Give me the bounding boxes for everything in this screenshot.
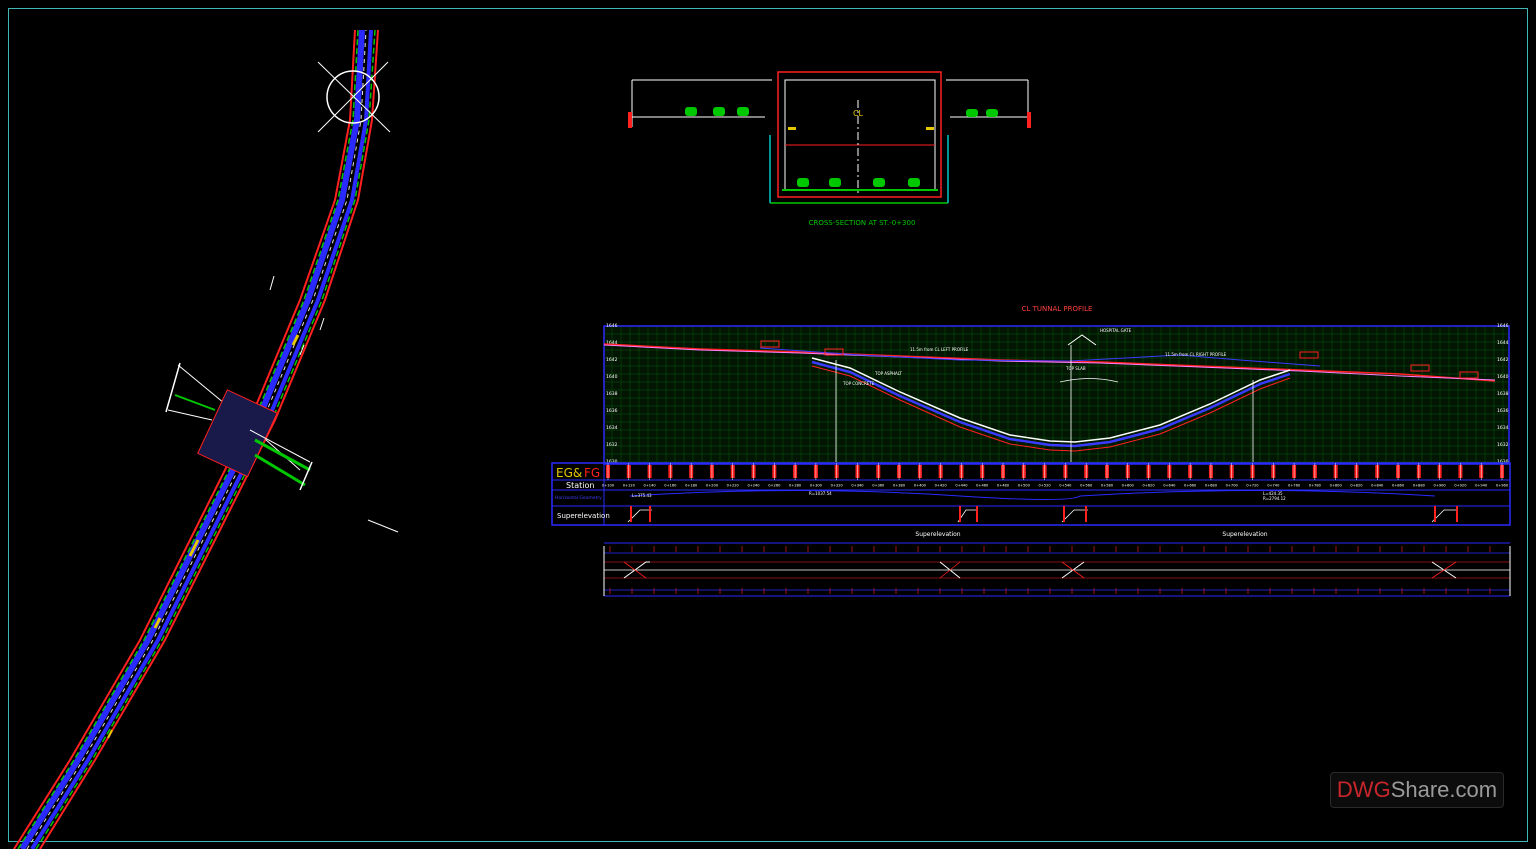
station-label-value: 0+860 bbox=[1392, 484, 1405, 488]
elevation-label-left: 1630 bbox=[606, 459, 618, 465]
station-label-value: 0+620 bbox=[1142, 484, 1155, 488]
profile-title: CL TUNNAL PROFILE bbox=[1022, 305, 1093, 313]
station-labels: 0+100 0+120 0+140 0+160 0+180 0+200 0+220 0+240… bbox=[602, 484, 1509, 488]
station-label-value: 0+920 bbox=[1454, 484, 1467, 488]
superelevation-heading-2: Superelevation bbox=[1222, 531, 1267, 538]
station-label-value: 0+520 bbox=[1039, 484, 1052, 488]
elevation-label-left: 1640 bbox=[606, 374, 618, 380]
station-label-value: 0+940 bbox=[1475, 484, 1488, 488]
station-label-value: 0+200 bbox=[706, 484, 719, 488]
station-label-value: 0+100 bbox=[602, 484, 615, 488]
elevation-labels-right: 1646 1644 1642 1640 1638 1636 1634 1632 1630 bbox=[1497, 323, 1509, 465]
station-label-value: 0+760 bbox=[1288, 484, 1301, 488]
elevation-label-left: 1632 bbox=[606, 442, 618, 448]
left-profile-note: 11.5m from CL LEFT PROFILE bbox=[910, 347, 969, 352]
top-slab-note: TOP SLAB bbox=[1065, 366, 1086, 371]
curve-1-length: L=375.43 bbox=[632, 493, 652, 498]
station-markers bbox=[606, 463, 1504, 480]
station-label-value: 0+720 bbox=[1246, 484, 1259, 488]
superelevation-heading-1: Superelevation bbox=[915, 531, 960, 538]
station-label-value: 0+400 bbox=[914, 484, 927, 488]
superelevation-band-label: Superelevation bbox=[557, 512, 610, 520]
station-label-value: 0+360 bbox=[872, 484, 885, 488]
road-plan-view bbox=[13, 29, 399, 849]
station-label-value: 0+600 bbox=[1122, 484, 1135, 488]
hospital-gate-note: HOSPITAL GATE bbox=[1100, 328, 1132, 333]
centerline-mark: CL bbox=[853, 109, 864, 118]
station-label-value: 0+140 bbox=[643, 484, 656, 488]
profile-grid bbox=[605, 327, 1508, 463]
elevation-label-right: 1640 bbox=[1497, 374, 1509, 380]
elevation-label-left: 1642 bbox=[606, 357, 618, 363]
elevation-label-left: 1646 bbox=[606, 323, 618, 329]
superelevation-ticks bbox=[609, 546, 1491, 594]
station-label-value: 0+380 bbox=[893, 484, 906, 488]
station-label-value: 0+240 bbox=[747, 484, 760, 488]
egfg-label-eg: EG& bbox=[556, 466, 582, 480]
elevation-label-right: 1630 bbox=[1497, 459, 1509, 465]
station-label: Station bbox=[566, 481, 594, 490]
curve-2-radius: R=2794.12 bbox=[1263, 496, 1286, 501]
station-label-value: 0+500 bbox=[1018, 484, 1031, 488]
station-label-value: 0+680 bbox=[1205, 484, 1218, 488]
station-label-value: 0+800 bbox=[1330, 484, 1343, 488]
station-label-value: 0+960 bbox=[1496, 484, 1509, 488]
elevation-label-right: 1642 bbox=[1497, 357, 1509, 363]
station-label-value: 0+280 bbox=[789, 484, 802, 488]
station-label-value: 0+700 bbox=[1226, 484, 1239, 488]
egfg-label-fg: FG bbox=[584, 466, 600, 480]
elevation-label-left: 1636 bbox=[606, 408, 618, 414]
station-label-value: 0+740 bbox=[1267, 484, 1280, 488]
tunnel-cross-section: CL CROSS-SECTION AT ST.-0+300 bbox=[628, 71, 1031, 227]
horizontal-geometry-label: Horizontal Geometry bbox=[555, 495, 602, 501]
elevation-label-right: 1632 bbox=[1497, 442, 1509, 448]
drawing-frame bbox=[8, 8, 1528, 842]
station-label-value: 0+220 bbox=[727, 484, 740, 488]
station-label-value: 0+460 bbox=[976, 484, 989, 488]
station-label-value: 0+540 bbox=[1059, 484, 1072, 488]
station-label-value: 0+840 bbox=[1371, 484, 1384, 488]
station-label-value: 0+440 bbox=[955, 484, 968, 488]
station-label-value: 0+340 bbox=[851, 484, 864, 488]
elevation-label-right: 1636 bbox=[1497, 408, 1509, 414]
station-label-value: 0+420 bbox=[935, 484, 948, 488]
station-label-value: 0+480 bbox=[997, 484, 1010, 488]
station-label-value: 0+820 bbox=[1350, 484, 1363, 488]
station-label-value: 0+320 bbox=[831, 484, 844, 488]
station-label-value: 0+640 bbox=[1163, 484, 1176, 488]
cross-section-title: CROSS-SECTION AT ST.-0+300 bbox=[809, 219, 916, 227]
station-label-value: 0+780 bbox=[1309, 484, 1322, 488]
station-label-value: 0+160 bbox=[664, 484, 677, 488]
station-label-value: 0+120 bbox=[623, 484, 636, 488]
superelevation-diagram: Superelevation Superelevation bbox=[603, 531, 1511, 597]
watermark-brand-red: DWG bbox=[1336, 777, 1391, 802]
tunnel-profile: CL TUNNAL PROFILE 1646164416421640163816… bbox=[551, 305, 1511, 526]
elevation-labels-left: 1646 1644 1642 1640 1638 1636 1634 1632 1630 bbox=[606, 323, 618, 465]
station-label-value: 0+900 bbox=[1434, 484, 1447, 488]
station-label-value: 0+300 bbox=[810, 484, 823, 488]
station-label-value: 0+260 bbox=[768, 484, 781, 488]
top-concrete-note: TOP CONCRETE bbox=[842, 381, 875, 386]
station-label-value: 0+880 bbox=[1413, 484, 1426, 488]
top-asphalt-note: TOP ASPHALT bbox=[874, 371, 902, 376]
elevation-label-right: 1638 bbox=[1497, 391, 1509, 397]
curve-1-radius: R=1037.54 bbox=[809, 491, 832, 496]
dwgshare-watermark: DWGShare.com bbox=[1330, 772, 1504, 808]
curve-2-length: L=424.35 bbox=[1263, 491, 1283, 496]
station-label-value: 0+660 bbox=[1184, 484, 1197, 488]
elevation-label-right: 1646 bbox=[1497, 323, 1509, 329]
right-profile-note: 11.5m from CL RIGHT PROFILE bbox=[1165, 352, 1227, 357]
elevation-label-left: 1634 bbox=[606, 425, 618, 431]
station-label-value: 0+560 bbox=[1080, 484, 1093, 488]
elevation-label-right: 1634 bbox=[1497, 425, 1509, 431]
elevation-label-left: 1638 bbox=[606, 391, 618, 397]
station-label-value: 0+180 bbox=[685, 484, 698, 488]
elevation-label-left: 1644 bbox=[606, 340, 618, 346]
station-label-value: 0+580 bbox=[1101, 484, 1114, 488]
watermark-brand-grey: Share.com bbox=[1390, 777, 1498, 802]
elevation-label-right: 1644 bbox=[1497, 340, 1509, 346]
